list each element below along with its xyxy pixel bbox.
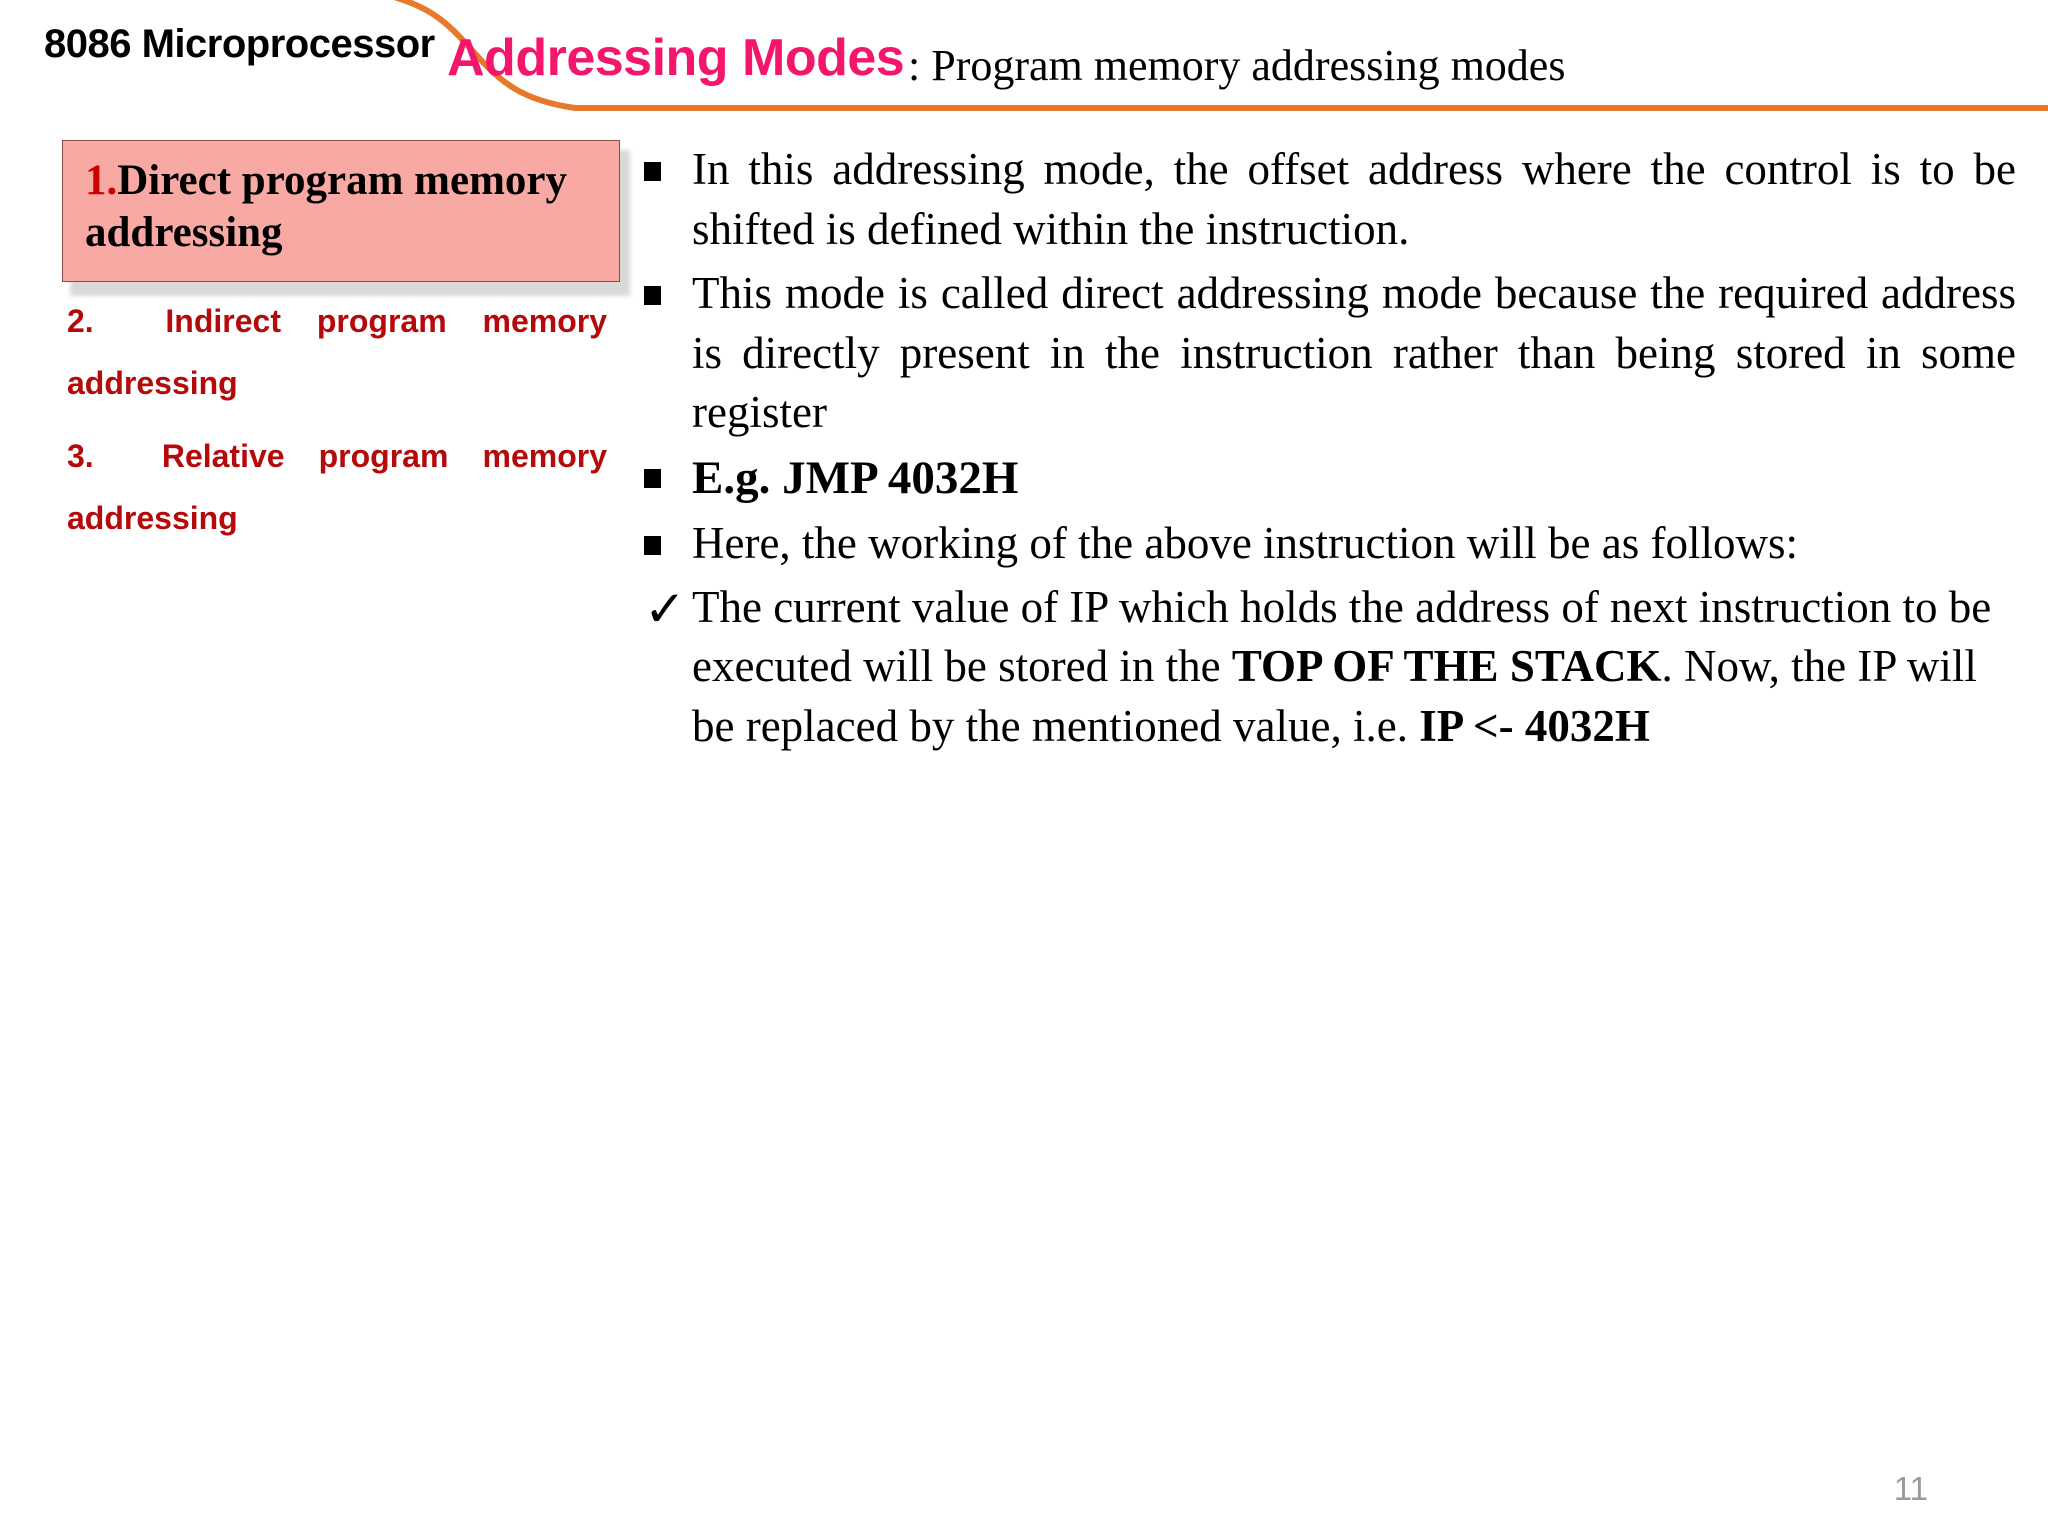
check-text-strong-1: TOP OF THE STACK: [1231, 641, 1662, 692]
main-content: In this addressing mode, the offset addr…: [636, 140, 2016, 761]
check-text-part-2: . Now, the IP will be replaced by the me…: [692, 641, 1977, 752]
slide-kicker: 8086 Microprocessor: [44, 22, 435, 66]
page-number: 11: [1893, 1470, 1928, 1507]
bullet-item-text: Here, the working of the above instructi…: [692, 517, 1798, 568]
bullet-item-text: This mode is called direct addressing mo…: [692, 267, 2016, 438]
mode-item-2-text-line-2: addressing: [67, 365, 238, 402]
square-bullet-icon: [636, 447, 690, 493]
mode-item-2-text-line-1: Indirect program memory: [165, 303, 607, 339]
check-text-part-1: The current value of IP which holds the …: [692, 581, 1992, 692]
mode-item-2-number: 2.: [67, 303, 94, 339]
bullet-item: In this addressing mode, the offset addr…: [636, 140, 2016, 260]
bullet-item-check: ✓ The current value of IP which holds th…: [636, 578, 2016, 758]
slide-subtitle: : Program memory addressing modes: [908, 41, 1566, 90]
check-text-strong-2: IP <- 4032H: [1419, 701, 1650, 752]
mode-item-3-text-line-2: addressing: [67, 500, 238, 537]
bullet-item: This mode is called direct addressing mo…: [636, 264, 2016, 444]
bullet-item-check-text: The current value of IP which holds the …: [692, 578, 2016, 758]
highlighted-mode-item-1[interactable]: 1.Direct program memory addressing: [62, 140, 620, 282]
square-bullet-icon: [636, 140, 690, 186]
mode-item-3-text-line-1: Relative program memory: [161, 438, 607, 474]
bullet-item-example-text: E.g. JMP 4032H: [692, 452, 1019, 505]
bullet-item-text: In this addressing mode, the offset addr…: [692, 144, 2016, 254]
mode-item-3-number: 3.: [67, 438, 94, 474]
highlighted-mode-item-1-text: Direct program memory addressing: [85, 157, 567, 257]
sidebar-item-relative-program-memory[interactable]: 3. Relative program memory addressing: [67, 425, 607, 550]
slide-header: 8086 Microprocessor Addressing Modes : P…: [0, 0, 2048, 130]
square-bullet-icon: [636, 264, 690, 310]
bullet-item: Here, the working of the above instructi…: [636, 514, 2016, 574]
mode-item-3-line-1: 3. Relative program memory: [67, 425, 607, 487]
page-title: Addressing Modes: [447, 29, 905, 87]
sidebar-item-indirect-program-memory[interactable]: 2. Indirect program memory addressing: [67, 290, 607, 415]
highlighted-mode-item-1-number: 1.: [85, 157, 118, 204]
mode-item-2-line-1: 2. Indirect program memory: [67, 290, 607, 352]
square-bullet-icon: [636, 514, 690, 560]
highlighted-mode-item-1-label: 1.Direct program memory addressing: [85, 155, 597, 260]
check-bullet-icon: ✓: [644, 579, 686, 638]
bullet-item-example: E.g. JMP 4032H: [636, 447, 2016, 510]
